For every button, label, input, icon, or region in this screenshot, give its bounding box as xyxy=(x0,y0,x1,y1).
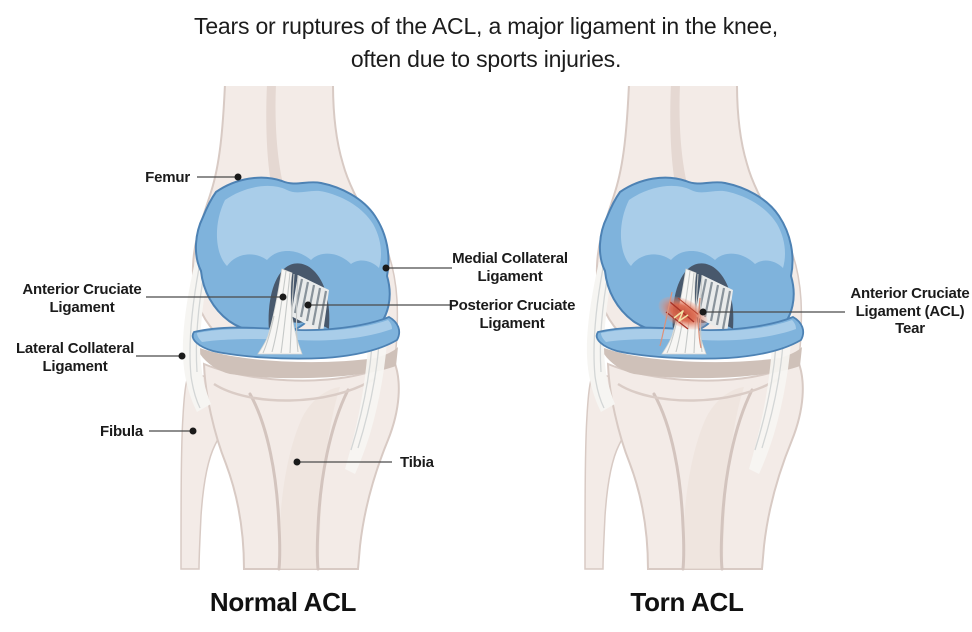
tibia-crease-left xyxy=(652,392,686,571)
torn-knee-illustration xyxy=(584,86,805,571)
caption-normal-acl: Normal ACL xyxy=(209,587,357,617)
tibia-center-highlight xyxy=(278,387,340,569)
tibia-crease-right xyxy=(315,388,350,571)
diagram-title-line2: often due to sports injuries. xyxy=(350,45,622,72)
normal-knee-illustration xyxy=(180,86,401,571)
tibial-plateau xyxy=(604,347,802,379)
femoral-cartilage-highlight xyxy=(216,185,381,268)
tibia-center-highlight xyxy=(682,387,744,569)
label-fibula: Fibula xyxy=(100,423,143,440)
acl-ligament xyxy=(257,268,303,355)
diagram-title-line1: Tears or ruptures of the ACL, a major li… xyxy=(194,13,778,39)
label-acl-tear: Anterior Cruciate Ligament (ACL) Tear xyxy=(850,285,970,338)
label-anterior-cruciate-ligament: Anterior Cruciate Ligament xyxy=(22,281,142,316)
acl-ligament-torn xyxy=(658,268,708,355)
tibia-crease-left xyxy=(248,392,282,571)
label-lateral-collateral-ligament: Lateral Collateral Ligament xyxy=(15,340,135,375)
diagram-title: Tears or ruptures of the ACL, a major li… xyxy=(0,10,972,75)
tibia-crease-right xyxy=(719,388,754,571)
label-posterior-cruciate-ligament: Posterior Cruciate Ligament xyxy=(448,297,576,332)
tibia-plateau-crease xyxy=(213,376,377,402)
label-medial-collateral-ligament: Medial Collateral Ligament xyxy=(452,250,568,285)
label-tibia: Tibia xyxy=(400,454,434,471)
tibial-plateau xyxy=(200,347,398,379)
femoral-cartilage-highlight xyxy=(620,185,785,268)
tibia-plateau-crease xyxy=(617,376,781,402)
acl-tear xyxy=(658,291,708,349)
caption-torn-acl: Torn ACL xyxy=(630,587,744,617)
label-femur: Femur xyxy=(145,169,190,186)
